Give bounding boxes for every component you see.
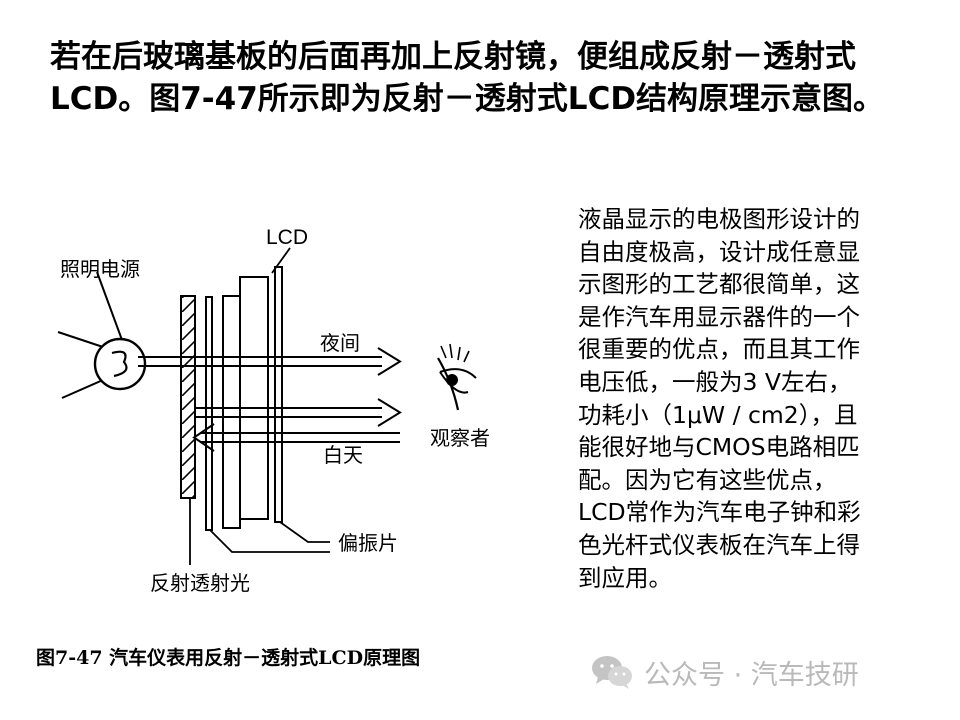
front-polarizer-layer [274, 266, 283, 523]
intro-line-2: LCD。图7-47所示即为反射－透射式LCD结构原理示意图。 [50, 81, 885, 117]
intro-paragraph: 若在后玻璃基板的后面再加上反射镜，便组成反射－透射式 LCD。图7-47所示即为… [50, 36, 930, 120]
description-line: 到应用。 [578, 563, 672, 592]
description-line: 示图形的工艺都很简单，这 [578, 270, 860, 299]
description-line: 是作汽车用显示器件的一个 [578, 302, 860, 331]
description-line: LCD常作为汽车电子钟和彩 [578, 498, 861, 527]
description-line: 电压低，一般为3 V左右， [578, 367, 852, 396]
description-line: 功耗小（1μW / cm2），且 [578, 400, 858, 429]
intro-line-1: 若在后玻璃基板的后面再加上反射镜，便组成反射－透射式 [50, 39, 856, 75]
lcd-cell-layer [239, 276, 269, 520]
figure-caption: 图7-47 汽车仪表用反射－透射式LCD原理图 [36, 647, 421, 669]
description-line: 很重要的优点，而且其工作 [578, 335, 860, 364]
description-line: 液晶显示的电极图形设计的 [578, 205, 860, 233]
description-line: 配。因为它有这些优点， [578, 465, 837, 494]
polarizer-label: 偏振片 [338, 531, 398, 555]
wechat-icon [592, 656, 632, 689]
reflector-plate [180, 295, 196, 499]
day-label: 白天 [323, 443, 363, 467]
lcd-label: LCD [266, 226, 308, 249]
night-label: 夜间 [320, 331, 360, 355]
observer-label: 观察者 [430, 426, 490, 450]
description-line: 色光杆式仪表板在汽车上得 [578, 530, 860, 559]
rear-glass-layer [222, 295, 241, 529]
description-line: 能很好地与CMOS电路相匹 [578, 433, 860, 462]
night-light-arrow [138, 347, 402, 376]
day-light-arrows [192, 398, 402, 452]
watermark: 公众号 · 汽车技研 [590, 650, 859, 694]
description-line: 自由度极高，设计成任意显 [578, 237, 860, 266]
eye-icon [437, 343, 477, 411]
lcd-structure-diagram: 照明电源 LCD 夜间 白天 观察者 偏振片 反射透射光 [57, 226, 490, 595]
reflective-transmissive-label: 反射透射光 [150, 571, 250, 595]
light-source-label: 照明电源 [60, 257, 140, 281]
description-paragraph: 液晶显示的电极图形设计的 自由度极高，设计成任意显 示图形的工艺都很简单，这 是… [578, 203, 923, 594]
light-source-icon [57, 271, 147, 399]
rear-polarizer-layer [205, 296, 213, 531]
watermark-text: 公众号 · 汽车技研 [644, 659, 859, 691]
